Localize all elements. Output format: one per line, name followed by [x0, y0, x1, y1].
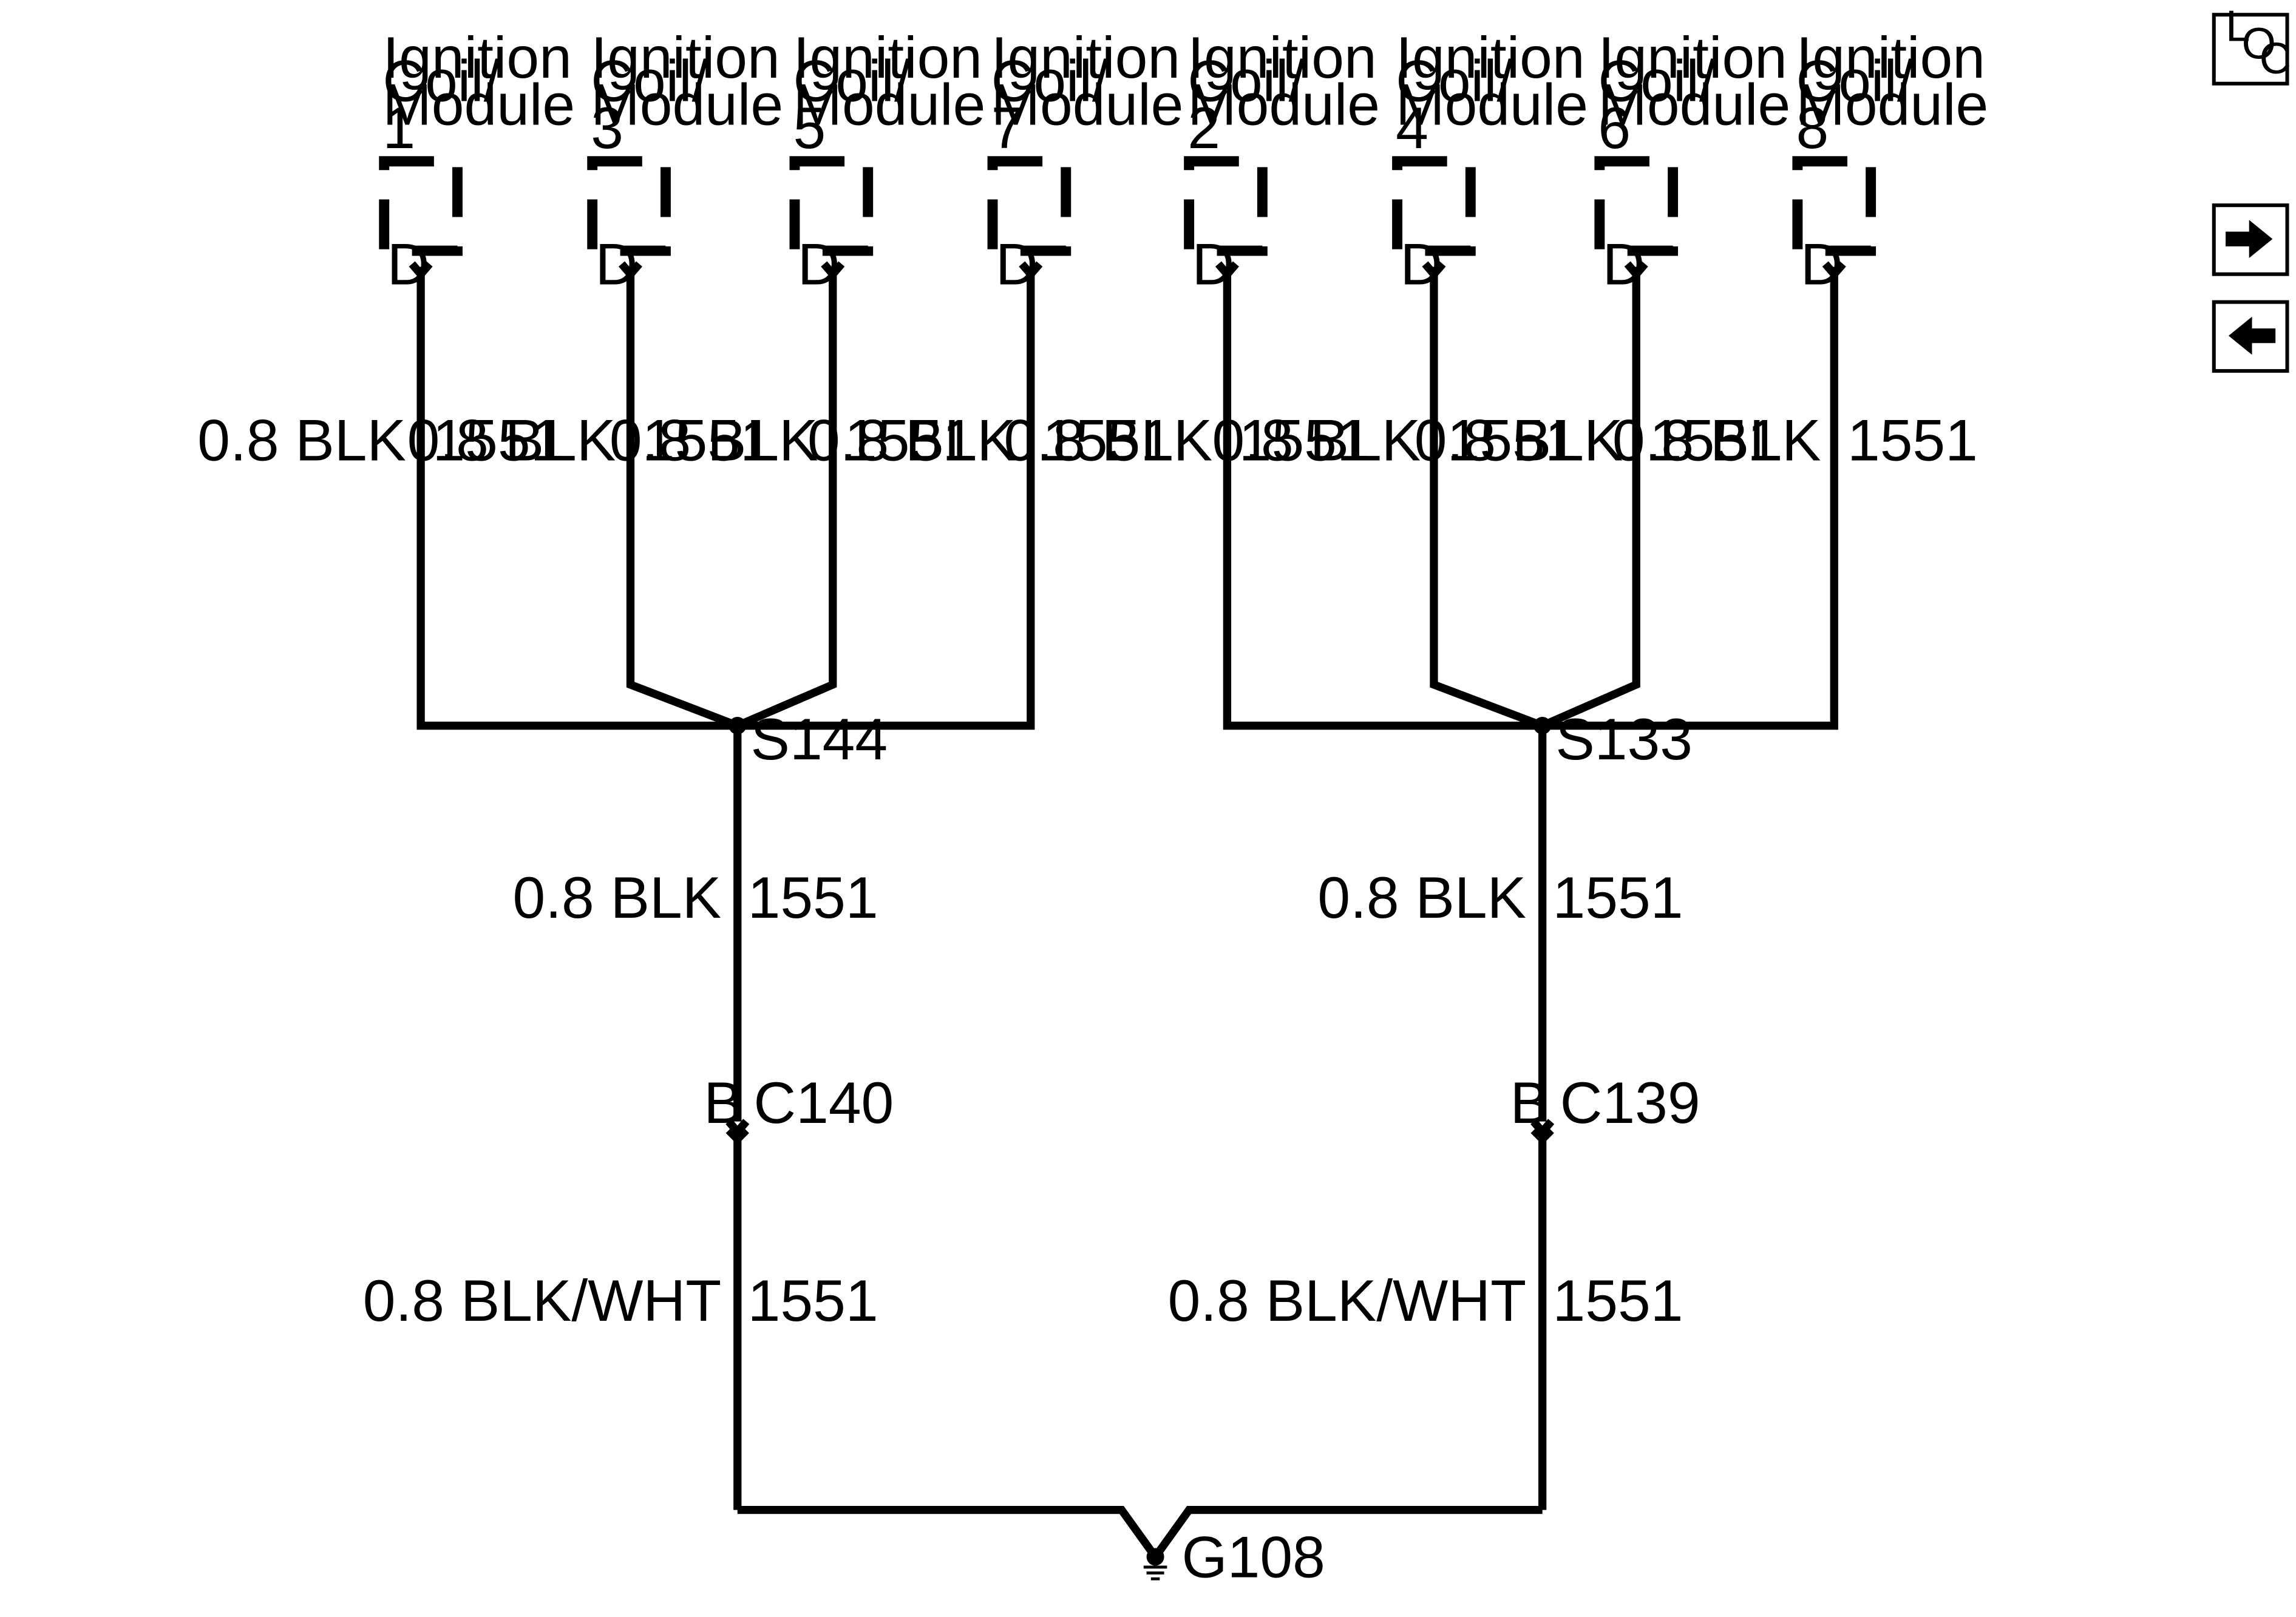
coil-label-line-2: Coil/	[382, 49, 500, 114]
loc-letter-o: O	[2242, 19, 2276, 69]
arrow-right-icon	[2226, 220, 2273, 259]
coil-label-line-3: Module	[1187, 72, 1380, 137]
coil-label-line-1: Ignition	[793, 25, 982, 90]
coil-group-6: Ignition Coil/ Module 6 D 0.8 BLK 1551	[1415, 25, 1790, 473]
coil-module-box	[1184, 156, 1268, 256]
coil-number: 5	[793, 96, 826, 161]
coil-group-7: Ignition Coil/ Module 7 D 0.8 BLK 1551	[807, 25, 1183, 473]
coil-module-box	[789, 156, 874, 256]
coil-number: 3	[591, 96, 623, 161]
coil-module-box	[987, 156, 1072, 256]
coil-label-line-2: Coil/	[591, 49, 708, 114]
harness-right-inner-wires	[1430, 266, 1640, 730]
splice-label: S133	[1555, 707, 1693, 772]
coil-label-line-2: Coil/	[1396, 49, 1513, 114]
coil-number: 7	[991, 96, 1024, 161]
connector-c140-upper-symbol	[725, 1119, 750, 1138]
ground-label: G108	[1182, 1525, 1325, 1590]
coil-number: 4	[1396, 96, 1428, 161]
wire-size-color-label: 0.8 BLK	[1612, 408, 1821, 473]
coil-module-box	[1392, 156, 1476, 256]
circuit-number-label: 1551	[1239, 408, 1370, 473]
next-page-button[interactable]	[2212, 203, 2289, 276]
circuit-number-label: 1551	[1447, 408, 1578, 473]
harness-right-outer-wires	[1223, 266, 1838, 730]
coil-number: 2	[1187, 96, 1220, 161]
coil-label-line-3: Module	[591, 72, 783, 137]
coil-module-box	[1792, 156, 1877, 256]
coil-group-8: Ignition Coil/ Module 8 D 0.8 BLK 1551	[1612, 25, 1988, 473]
circuit-number-label: 1551	[844, 408, 975, 473]
wire-size-color-label: 0.8 BLK	[197, 408, 406, 473]
connector-pin-label: B	[1510, 1071, 1549, 1136]
loc-letter-c: C	[2260, 34, 2291, 83]
circuit-number-label: 1551	[1649, 408, 1780, 473]
coil-label-line-3: Module	[793, 72, 986, 137]
coil-label-line-1: Ignition	[1598, 25, 1787, 90]
harness-left-outer-wires	[416, 266, 1035, 730]
wire-size-color-label: 0.8 BLK	[610, 408, 818, 473]
coil-label-line-3: Module	[991, 72, 1184, 137]
wire-size-color-label: 0.8 BLK/WHT	[363, 1269, 721, 1334]
coil-label-line-3: Module	[1396, 72, 1588, 137]
coil-label-line-2: Coil/	[991, 49, 1109, 114]
coil-label-line-1: Ignition	[1187, 25, 1376, 90]
coil-label-line-1: Ignition	[382, 25, 571, 90]
wire-size-color-label: 0.8 BLK	[513, 866, 722, 931]
circuit-number-label: 1551	[748, 866, 878, 931]
coil-group-3: Ignition Coil/ Module 3 D 0.8 BLK 1551	[407, 25, 783, 473]
coil-label-line-1: Ignition	[591, 25, 779, 90]
previous-page-button[interactable]	[2212, 300, 2289, 373]
coil-label-line-1: Ignition	[991, 25, 1180, 90]
wire-size-color-label: 0.8 BLK	[407, 408, 616, 473]
wire-size-color-label: 0.8 BLK/WHT	[1168, 1269, 1526, 1334]
coil-label-line-3: Module	[1598, 72, 1790, 137]
coil-module-box	[1594, 156, 1679, 256]
loc-letter-l: L	[2226, 2, 2250, 51]
wire-size-color-label: 0.8 BLK	[1212, 408, 1421, 473]
coil-module-box	[379, 156, 463, 256]
circuit-number-label: 1551	[1847, 408, 1978, 473]
circuit-number-label: 1551	[432, 408, 563, 473]
ground-bus-wire	[737, 1505, 1543, 1564]
coil-number: 6	[1598, 96, 1631, 161]
loc-button[interactable]: L O C	[2212, 2, 2291, 86]
wire-size-color-label: 0.8 BLK	[1415, 408, 1623, 473]
coil-label-line-2: Coil/	[1598, 49, 1715, 114]
coil-group-2: Ignition Coil/ Module 2 D 0.8 BLK 1551	[1004, 25, 1380, 473]
wire-size-color-label: 0.8 BLK	[1004, 408, 1213, 473]
connector-name-label: C139	[1560, 1071, 1700, 1136]
coil-label-line-3: Module	[382, 72, 575, 137]
coil-group-5: Ignition Coil/ Module 5 D 0.8 BLK 1551	[610, 25, 985, 473]
connector-c139-upper-symbol	[1530, 1119, 1555, 1138]
ground-icon	[1143, 1556, 1167, 1581]
coil-group-1: Ignition Coil/ Module 1 D 0.8 BLK 1551	[197, 25, 575, 473]
coil-module-box	[587, 156, 671, 256]
connector-name-label: C140	[753, 1071, 894, 1136]
coil-label-line-2: Coil/	[793, 49, 911, 114]
splice-label: S144	[751, 707, 888, 772]
circuit-number-label: 1551	[1553, 1269, 1683, 1334]
wire-size-color-label: 0.8 BLK	[1317, 866, 1526, 931]
coil-label-line-2: Coil/	[1187, 49, 1305, 114]
circuit-number-label: 1551	[1042, 408, 1173, 473]
coil-label-line-2: Coil/	[1796, 49, 1913, 114]
circuit-number-label: 1551	[748, 1269, 878, 1334]
wire-size-color-label: 0.8 BLK	[807, 408, 1016, 473]
circuit-number-label: 1551	[1553, 866, 1683, 931]
coil-label-line-1: Ignition	[1796, 25, 1985, 90]
circuit-number-label: 1551	[642, 408, 773, 473]
harness-left-inner-wires	[626, 266, 837, 730]
coil-number: 1	[382, 96, 415, 161]
coil-number: 8	[1796, 96, 1829, 161]
coil-label-line-1: Ignition	[1396, 25, 1584, 90]
coil-label-line-3: Module	[1796, 72, 1988, 137]
coil-group-4: Ignition Coil/ Module 4 D 0.8 BLK 1551	[1212, 25, 1588, 473]
